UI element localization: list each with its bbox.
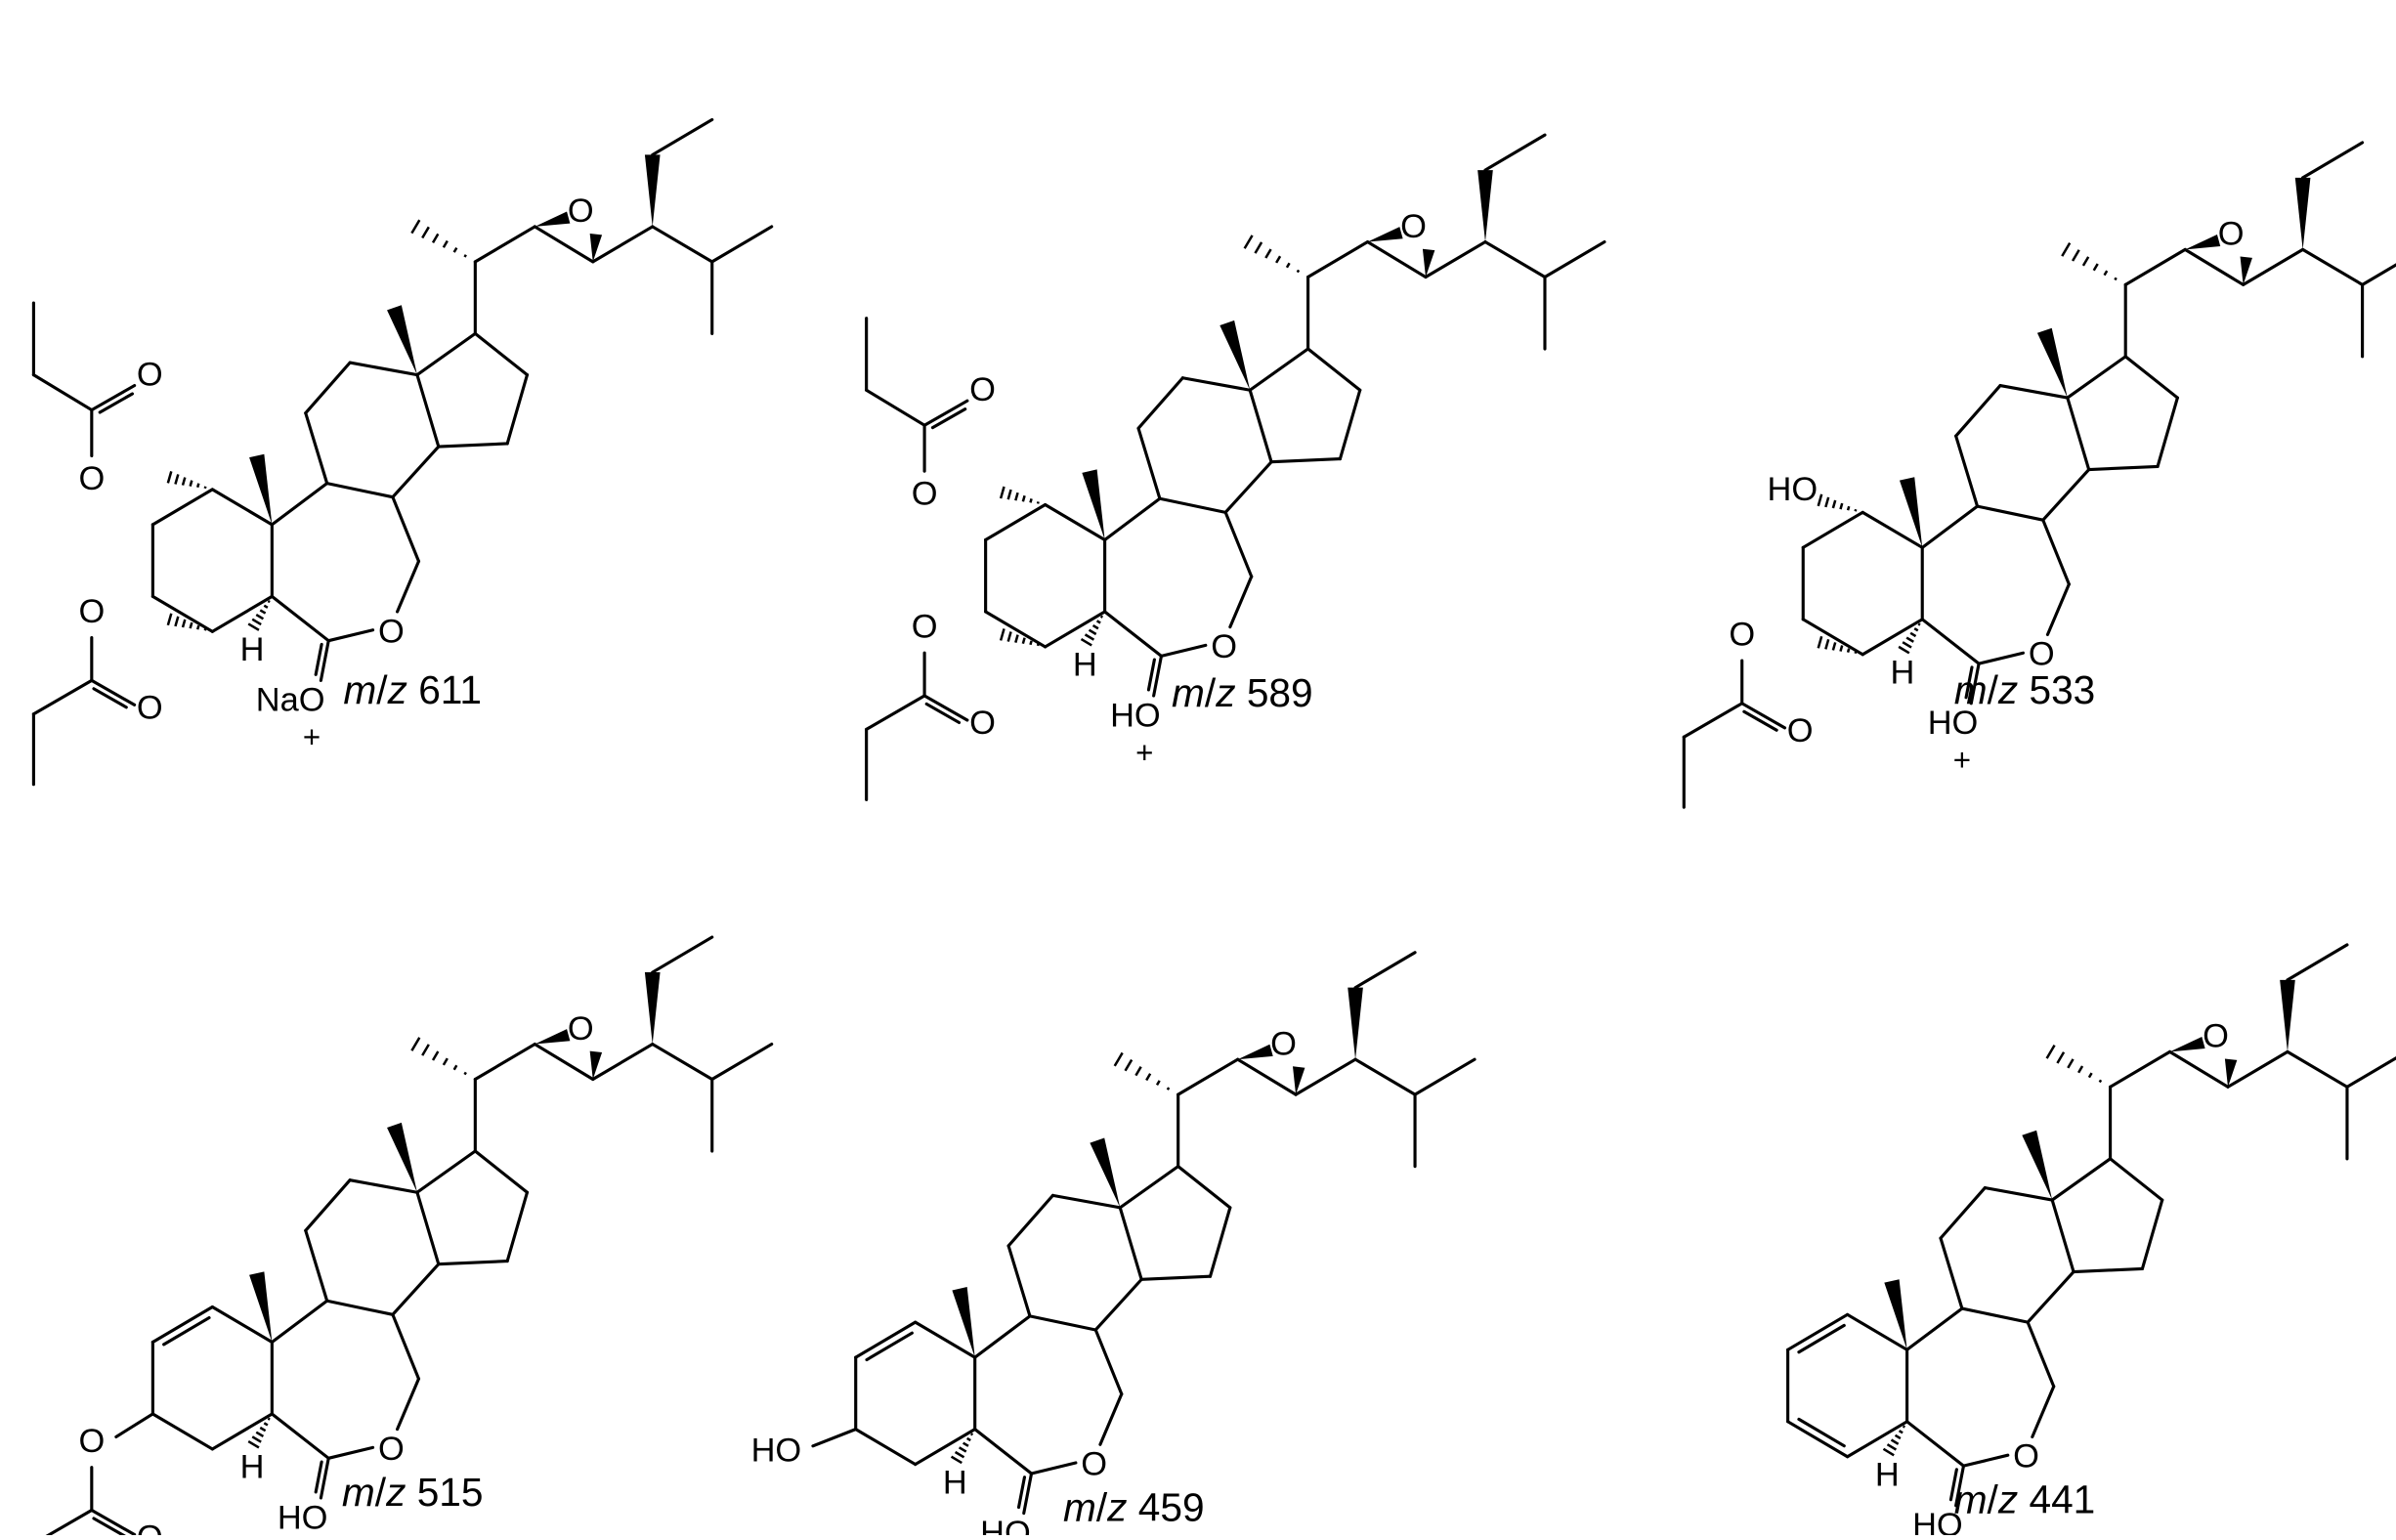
carbonyl-cation-label: HO xyxy=(278,1499,328,1535)
epoxide-oxygen-label: O xyxy=(1400,208,1427,245)
carbonyl-cation-label: HO xyxy=(980,1515,1031,1535)
positive-charge: + xyxy=(303,720,321,754)
structure-441: OHO+HOm/z 441 xyxy=(1786,943,2396,1540)
carbonyl-oxygen-label: O xyxy=(969,705,996,742)
ring-oxygen-label: O xyxy=(378,613,405,650)
ester-oxygen-label: O xyxy=(912,476,938,513)
ester-oxygen-label: O xyxy=(78,593,105,630)
hydrogen-label: H xyxy=(240,631,265,668)
carbonyl-oxygen-label: O xyxy=(137,1519,163,1535)
ester-oxygen-label: O xyxy=(78,460,105,497)
carbonyl-cation-label: HO xyxy=(1912,1507,1963,1535)
mz-label: m/z 611 xyxy=(343,667,482,712)
ring-oxygen-label: O xyxy=(378,1431,405,1468)
carbonyl-cation-label: HO xyxy=(1928,705,1979,742)
ring-oxygen-label: O xyxy=(2029,636,2055,673)
mz-label: m/z 533 xyxy=(1954,667,2096,712)
positive-charge: + xyxy=(1953,744,1971,778)
epoxide-oxygen-label: O xyxy=(2203,1018,2229,1055)
hydrogen-label: H xyxy=(1875,1456,1900,1493)
carbonyl-cation-label: NaO xyxy=(256,682,325,719)
ester-oxygen-label: O xyxy=(78,1423,105,1460)
ester-oxygen-label: O xyxy=(912,609,938,646)
mz-label: m/z 515 xyxy=(342,1470,484,1515)
carbonyl-oxygen-label: O xyxy=(137,689,163,726)
ring-oxygen-label: O xyxy=(1211,628,1237,665)
carbonyl-oxygen-label: O xyxy=(1787,712,1814,749)
epoxide-oxygen-label: O xyxy=(568,1010,594,1048)
epoxide-oxygen-label: O xyxy=(2218,216,2245,253)
mz-label: m/z 459 xyxy=(1063,1484,1205,1529)
ring-oxygen-label: O xyxy=(2013,1438,2039,1476)
hydrogen-label: H xyxy=(240,1449,265,1486)
hydrogen-label: H xyxy=(1890,654,1914,691)
ester-oxygen-label: O xyxy=(1729,616,1755,653)
hydrogen-label: H xyxy=(943,1464,967,1501)
hydroxyl-label: HO xyxy=(751,1432,802,1469)
ring-oxygen-label: O xyxy=(1081,1446,1107,1483)
carbonyl-cation-label: HO xyxy=(1110,697,1161,734)
carbonyl-oxygen-label: O xyxy=(969,371,996,408)
epoxide-oxygen-label: O xyxy=(568,192,594,230)
mz-label: m/z 589 xyxy=(1172,670,1313,715)
hydroxyl-label: HO xyxy=(1768,471,1818,508)
positive-charge: + xyxy=(1135,736,1153,770)
epoxide-oxygen-label: O xyxy=(1270,1025,1297,1062)
hydrogen-label: H xyxy=(1073,647,1097,684)
carbonyl-oxygen-label: O xyxy=(137,357,163,394)
mz-label: m/z 441 xyxy=(1954,1477,2096,1522)
